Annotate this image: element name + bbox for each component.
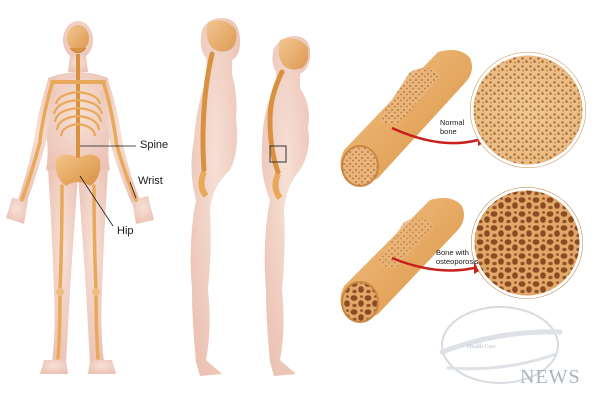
label-osteoporosis-bone: Bone with osteoporosis bbox=[436, 248, 479, 266]
label-wrist: Wrist bbox=[138, 175, 163, 187]
side-profile-healthy bbox=[190, 18, 240, 376]
side-profile-osteoporosis bbox=[261, 36, 311, 376]
watermark-small-text: Health Care bbox=[467, 344, 496, 350]
label-normal-bone: Normal bone bbox=[440, 118, 465, 136]
label-spine: Spine bbox=[140, 139, 169, 151]
normal-bone-section bbox=[340, 50, 586, 187]
front-body-figure bbox=[6, 21, 154, 374]
highlight-box bbox=[269, 145, 287, 163]
osteoporotic-bone-section bbox=[340, 187, 583, 323]
label-hip: Hip bbox=[117, 225, 134, 237]
watermark-logo bbox=[439, 306, 563, 384]
watermark-brand: NEWS bbox=[520, 366, 581, 388]
